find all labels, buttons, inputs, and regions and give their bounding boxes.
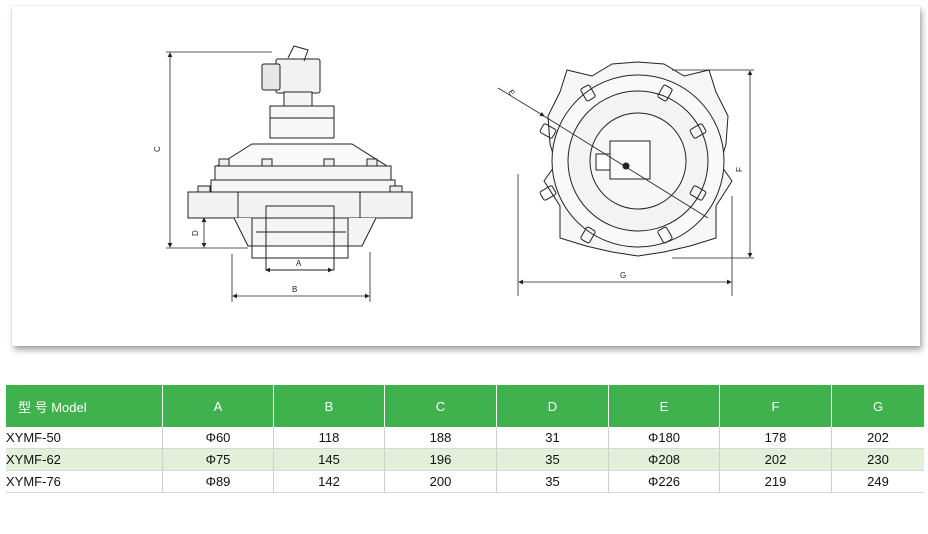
cell-model: XYMF-76 xyxy=(6,470,163,493)
dimension-label-c: C xyxy=(153,146,162,152)
table-row: XYMF-50 Φ60 118 188 31 Φ180 178 202 xyxy=(6,427,924,449)
header-b: B xyxy=(273,385,385,427)
dimension-label-a: A xyxy=(296,259,302,268)
model-spec-table: 型 号 Model A B C D E F G XYMF-50 Φ60 118 … xyxy=(6,385,924,493)
cell-a: Φ89 xyxy=(162,470,274,493)
header-d: D xyxy=(496,385,609,427)
cell-b: 145 xyxy=(273,448,385,471)
cell-model: XYMF-50 xyxy=(6,427,163,449)
valve-technical-drawing: C D A B xyxy=(153,45,754,302)
cell-g: 249 xyxy=(831,470,924,493)
cell-e: Φ180 xyxy=(608,427,720,449)
dimension-label-d: D xyxy=(191,230,200,236)
cell-g: 230 xyxy=(831,448,924,471)
table-header-row: 型 号 Model A B C D E F G xyxy=(6,385,924,427)
cell-e: Φ208 xyxy=(608,448,720,471)
dimension-label-f: F xyxy=(735,167,744,172)
cell-c: 200 xyxy=(384,470,497,493)
cell-f: 219 xyxy=(719,470,832,493)
cell-d: 35 xyxy=(496,470,609,493)
cell-d: 31 xyxy=(496,427,609,449)
cell-d: 35 xyxy=(496,448,609,471)
dimension-label-g: G xyxy=(620,271,626,280)
cell-a: Φ60 xyxy=(162,427,274,449)
valve-side-view xyxy=(187,45,413,271)
cell-g: 202 xyxy=(831,427,924,449)
header-f: F xyxy=(719,385,832,427)
header-model: 型 号 Model xyxy=(6,385,163,427)
cell-f: 178 xyxy=(719,427,832,449)
cell-b: 118 xyxy=(273,427,385,449)
cell-f: 202 xyxy=(719,448,832,471)
cell-b: 142 xyxy=(273,470,385,493)
valve-top-view xyxy=(539,61,733,257)
cell-c: 188 xyxy=(384,427,497,449)
dimension-label-b: B xyxy=(292,285,297,294)
header-c: C xyxy=(384,385,497,427)
table-row: XYMF-76 Φ89 142 200 35 Φ226 219 249 xyxy=(6,470,924,493)
cell-e: Φ226 xyxy=(608,470,720,493)
header-e: E xyxy=(608,385,720,427)
header-a: A xyxy=(162,385,274,427)
cell-c: 196 xyxy=(384,448,497,471)
dimension-label-e: E xyxy=(506,88,516,98)
cell-a: Φ75 xyxy=(162,448,274,471)
technical-drawing-panel: C D A B xyxy=(12,6,920,346)
cell-model: XYMF-62 xyxy=(6,448,163,471)
header-g: G xyxy=(831,385,924,427)
table-row: XYMF-62 Φ75 145 196 35 Φ208 202 230 xyxy=(6,448,924,471)
